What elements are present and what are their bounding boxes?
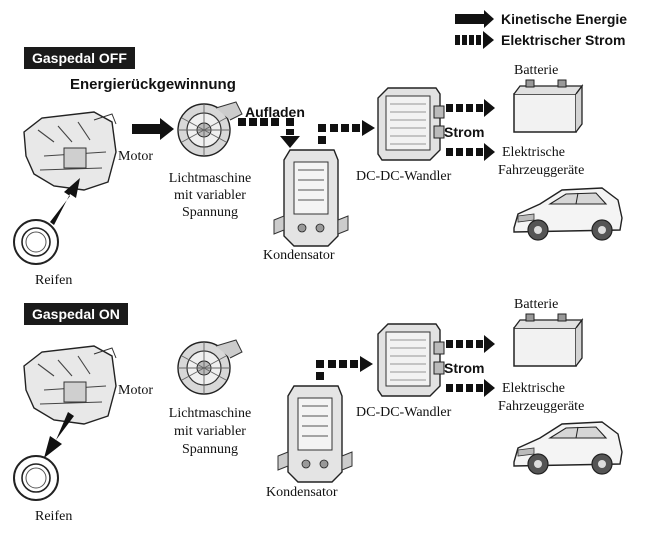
top-subtitle: Energierückgewinnung	[70, 76, 236, 93]
top-mode-tag: Gaspedal OFF	[24, 47, 135, 69]
top-car-image	[513, 187, 623, 241]
bottom-motor-label: Motor	[118, 383, 153, 398]
bottom-tire-label: Reifen	[35, 509, 73, 524]
top-arrow-alternator-capacitor	[238, 118, 300, 148]
top-loads-label-2: Fahrzeuggeräte	[498, 163, 585, 178]
top-tire-label: Reifen	[35, 273, 73, 288]
legend-kinetic-label: Kinetische Energie	[501, 11, 628, 27]
top-battery-label: Batterie	[514, 63, 559, 78]
bottom-dcdc-image	[377, 323, 445, 397]
top-dcdc-label: DC-DC-Wandler	[356, 169, 452, 184]
top-charge-label: Aufladen	[245, 104, 305, 120]
top-alternator-label-3: Spannung	[182, 205, 238, 220]
top-tire-image	[13, 219, 59, 265]
top-motor-label: Motor	[118, 149, 153, 164]
top-alternator-label-1: Lichtmaschine	[168, 171, 252, 186]
bottom-alternator-label-3: Spannung	[182, 442, 238, 457]
top-arrow-dcdc-battery	[446, 99, 495, 117]
bottom-arrow-dcdc-loads	[446, 379, 495, 397]
bottom-arrow-engine-tire	[44, 412, 74, 458]
bottom-battery-image	[513, 313, 583, 367]
bottom-engine-image	[23, 345, 117, 425]
top-capacitor-label: Kondensator	[263, 248, 335, 263]
top-arrow-engine-alternator	[132, 118, 174, 140]
bottom-current-label: Strom	[444, 360, 485, 376]
top-battery-image	[513, 79, 583, 133]
top-current-label: Strom	[444, 124, 485, 140]
bottom-alternator-label-1: Lichtmaschine	[168, 406, 252, 421]
bottom-car-image	[513, 421, 623, 475]
top-arrow-capacitor-dcdc	[318, 120, 375, 144]
top-arrow-tire-engine	[50, 178, 80, 225]
bottom-capacitor-label: Kondensator	[266, 485, 338, 500]
bottom-alternator-image	[177, 339, 243, 395]
bottom-battery-label: Batterie	[514, 297, 559, 312]
bottom-dcdc-label: DC-DC-Wandler	[356, 405, 452, 420]
top-dcdc-image	[377, 87, 445, 161]
top-alternator-label-2: mit variabler	[174, 188, 246, 203]
bottom-alternator-label-2: mit variabler	[174, 424, 246, 439]
bottom-mode-tag: Gaspedal ON	[24, 303, 128, 325]
bottom-arrow-capacitor-dcdc	[316, 356, 373, 380]
bottom-tire-image	[13, 455, 59, 501]
bottom-loads-label-2: Fahrzeuggeräte	[498, 399, 585, 414]
bottom-capacitor-image	[277, 385, 353, 483]
top-alternator-image	[177, 101, 243, 157]
bottom-loads-label-1: Elektrische	[502, 381, 565, 396]
top-capacitor-image	[273, 149, 349, 247]
legend-electric-label: Elektrischer Strom	[501, 32, 626, 48]
top-engine-image	[23, 111, 117, 191]
top-loads-label-1: Elektrische	[502, 145, 565, 160]
bottom-arrow-dcdc-battery	[446, 335, 495, 353]
legend-kinetic-arrow	[455, 10, 494, 28]
legend-electric-arrow	[455, 31, 494, 49]
top-arrow-dcdc-loads	[446, 143, 495, 161]
